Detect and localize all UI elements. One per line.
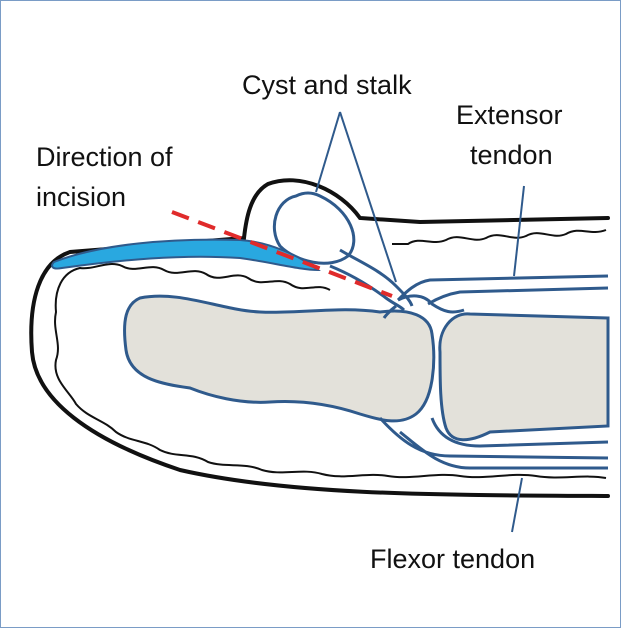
extensor-label-line2: tendon (470, 140, 553, 170)
middle-phalanx-bone (440, 314, 608, 440)
subcutaneous-line-top (392, 230, 606, 244)
extensor-pointer-line (514, 186, 524, 276)
direction-label-line1: Direction of (36, 142, 173, 172)
direction-label-line2: incision (36, 182, 126, 212)
cyst-and-stalk-label: Cyst and stalk (242, 70, 412, 100)
cyst-pointer-line-1 (316, 112, 340, 192)
flexor-pointer-line (512, 478, 522, 532)
flexor-tendon-label: Flexor tendon (370, 544, 535, 574)
extensor-label-line1: Extensor (456, 100, 563, 130)
